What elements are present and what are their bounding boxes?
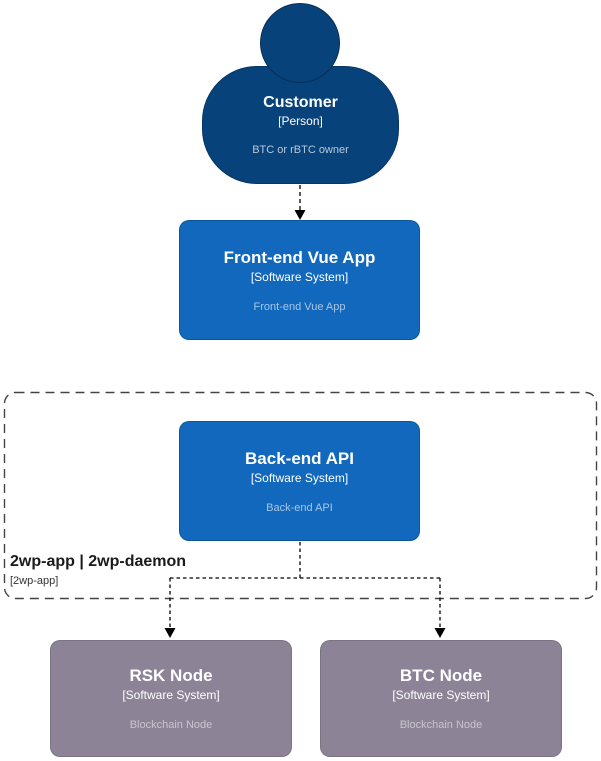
backend-description: Back-end API xyxy=(266,501,333,514)
customer-description: BTC or rBTC owner xyxy=(252,144,349,156)
backend-type: [Software System] xyxy=(250,470,349,485)
btc-type: [Software System] xyxy=(392,688,490,702)
boundary-tag: [2wp-app] xyxy=(10,575,59,587)
backend-node: Back-end API [Software System] Back-end … xyxy=(179,421,420,541)
arrowhead-btc xyxy=(434,628,446,638)
btc-description: Blockchain Node xyxy=(399,719,483,731)
rsk-title: RSK Node xyxy=(129,666,213,685)
customer-title: Customer xyxy=(263,94,338,111)
rsk-type: [Software System] xyxy=(122,688,220,702)
frontend-type: [Software System] xyxy=(250,269,349,284)
frontend-description: Front-end Vue App xyxy=(253,300,346,313)
customer-node: Customer [Person] BTC or rBTC owner xyxy=(202,66,399,184)
frontend-title: Front-end Vue App xyxy=(223,247,376,267)
customer-type: [Person] xyxy=(278,114,323,128)
boundary-title: 2wp-app | 2wp-daemon xyxy=(10,553,187,570)
backend-title: Back-end API xyxy=(245,448,354,468)
customer-head-icon xyxy=(260,3,340,83)
edge-backend-nodes xyxy=(169,542,441,628)
btc-node: BTC Node [Software System] Blockchain No… xyxy=(320,640,562,757)
rsk-description: Blockchain Node xyxy=(129,719,213,731)
arrowhead-rsk xyxy=(164,628,176,638)
rsk-node: RSK Node [Software System] Blockchain No… xyxy=(50,640,292,757)
btc-title: BTC Node xyxy=(399,666,483,685)
frontend-node: Front-end Vue App [Software System] Fron… xyxy=(179,220,420,340)
boundary-label: 2wp-app | 2wp-daemon [2wp-app] xyxy=(10,552,186,588)
arrowhead-frontend xyxy=(294,210,306,220)
